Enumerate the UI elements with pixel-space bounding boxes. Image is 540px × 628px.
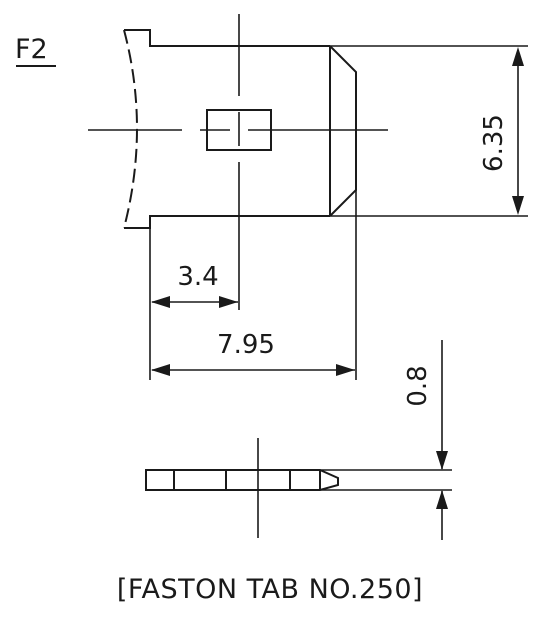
dim-length: 7.95: [151, 190, 357, 380]
tab-top-edge: [124, 29, 330, 47]
tab-top-view: [88, 14, 388, 310]
dim-length-label: 7.95: [217, 330, 275, 360]
tab-side-view: [145, 438, 339, 538]
figure-label: F2: [15, 34, 48, 65]
dim-thickness-label: 0.8: [403, 365, 433, 406]
dim-height: 6.35: [330, 45, 528, 217]
tab-right-end: [329, 45, 357, 217]
dim-hole-offset: 3.4: [149, 228, 238, 380]
caption: [FASTON TAB NO.250]: [117, 574, 423, 605]
tab-bottom-edge: [124, 215, 330, 229]
dim-hole-offset-label: 3.4: [177, 262, 218, 292]
dim-thickness: 0.8: [320, 340, 452, 540]
dim-height-label: 6.35: [479, 114, 509, 172]
break-line: [123, 29, 138, 229]
